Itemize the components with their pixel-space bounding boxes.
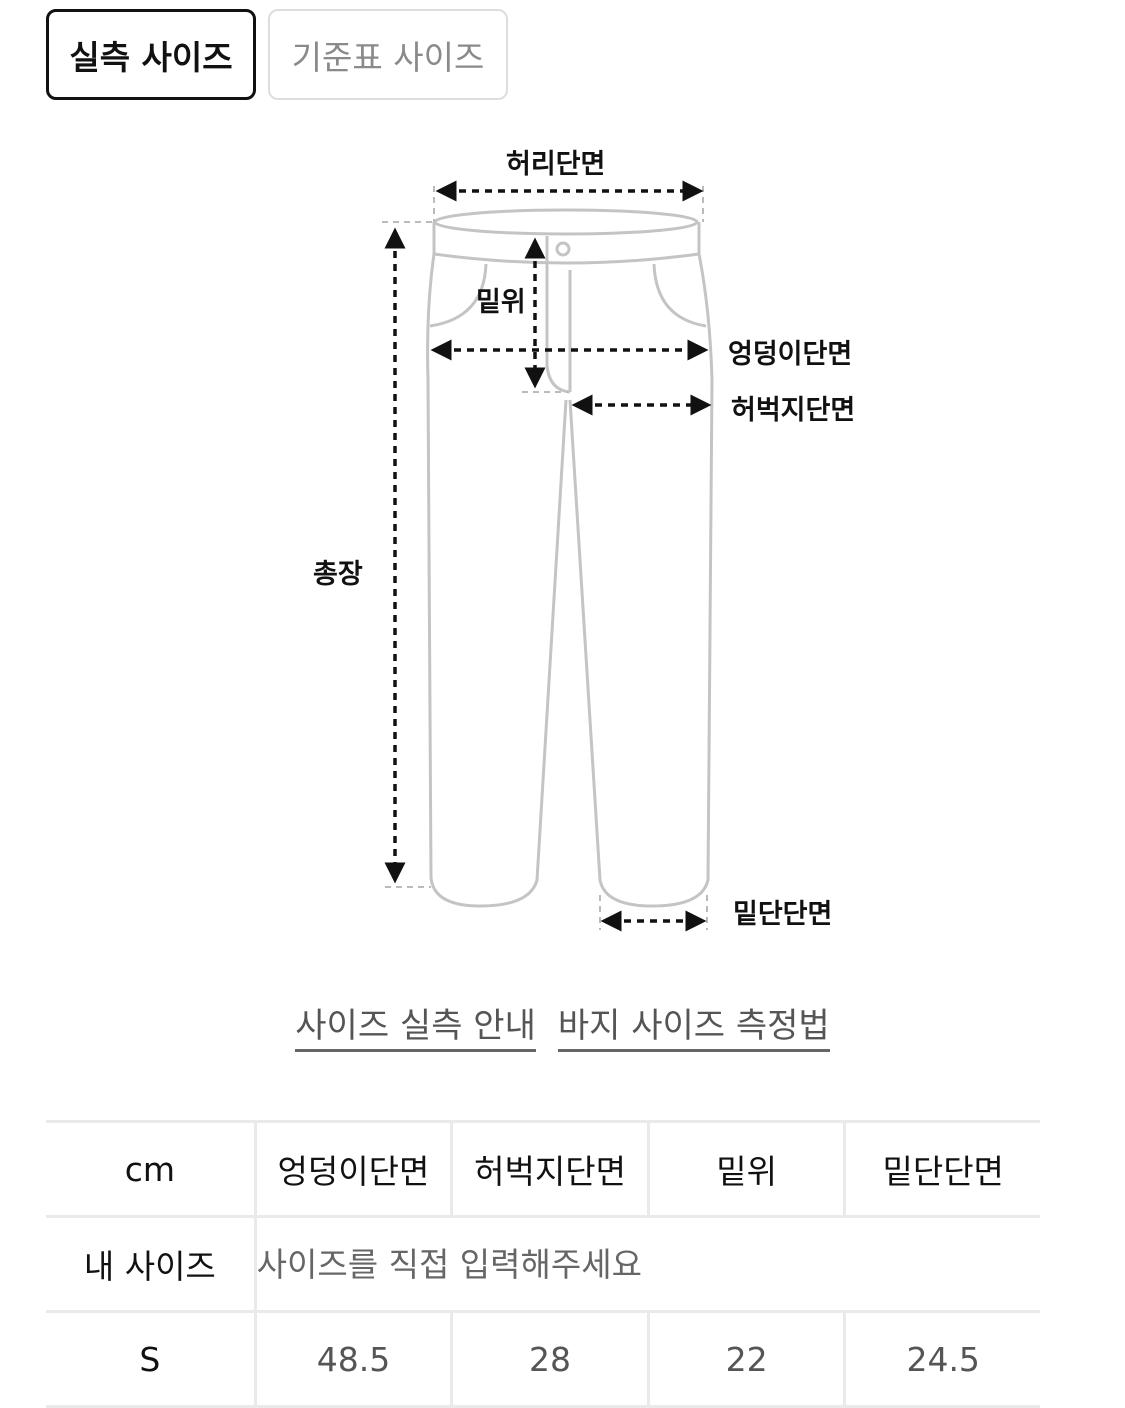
column-header: 밑단단면 <box>843 1120 1040 1218</box>
column-header: 밑위 <box>646 1120 845 1218</box>
tab-actual-size[interactable]: 실측 사이즈 <box>46 9 256 100</box>
table-header-row: cm 엉덩이단면 허벅지단면 밑위 밑단단면 <box>46 1120 1040 1218</box>
unit-header: cm <box>46 1120 257 1218</box>
label-rise: 밑위 <box>476 287 526 318</box>
column-header: 엉덩이단면 <box>253 1120 452 1218</box>
value-cell: 28 <box>450 1310 649 1408</box>
value-cell: 48.5 <box>253 1310 452 1408</box>
value-cell: 24.5 <box>843 1310 1040 1408</box>
size-table: cm 엉덩이단면 허벅지단면 밑위 밑단단면 내 사이즈 S 48.5 28 2… <box>46 1120 1040 1408</box>
table-row: S 48.5 28 22 24.5 <box>46 1310 1040 1408</box>
column-header: 허벅지단면 <box>450 1120 649 1218</box>
size-label: S <box>46 1310 257 1408</box>
tab-standard-size[interactable]: 기준표 사이즈 <box>268 9 508 100</box>
size-measure-guide-link[interactable]: 사이즈 실측 안내 <box>295 998 536 1052</box>
label-waist: 허리단면 <box>506 149 606 180</box>
label-length: 총장 <box>313 559 363 590</box>
pants-outline-icon <box>382 180 714 932</box>
size-tabs: 실측 사이즈 기준표 사이즈 <box>46 9 508 100</box>
my-size-cell <box>255 1215 1040 1313</box>
label-thigh: 허벅지단면 <box>731 395 856 426</box>
pants-measure-method-link[interactable]: 바지 사이즈 측정법 <box>557 998 830 1052</box>
label-hip: 엉덩이단면 <box>728 339 853 370</box>
my-size-row: 내 사이즈 <box>46 1215 1040 1313</box>
my-size-input[interactable] <box>256 1244 1040 1284</box>
label-hem: 밑단단면 <box>733 899 833 930</box>
pants-measurement-diagram: 허리단면 밑위 엉덩이단면 허벅지단면 총장 밑단단면 <box>0 120 1125 960</box>
guide-links: 사이즈 실측 안내 바지 사이즈 측정법 <box>0 998 1125 1052</box>
value-cell: 22 <box>646 1310 845 1408</box>
my-size-label: 내 사이즈 <box>46 1215 257 1313</box>
